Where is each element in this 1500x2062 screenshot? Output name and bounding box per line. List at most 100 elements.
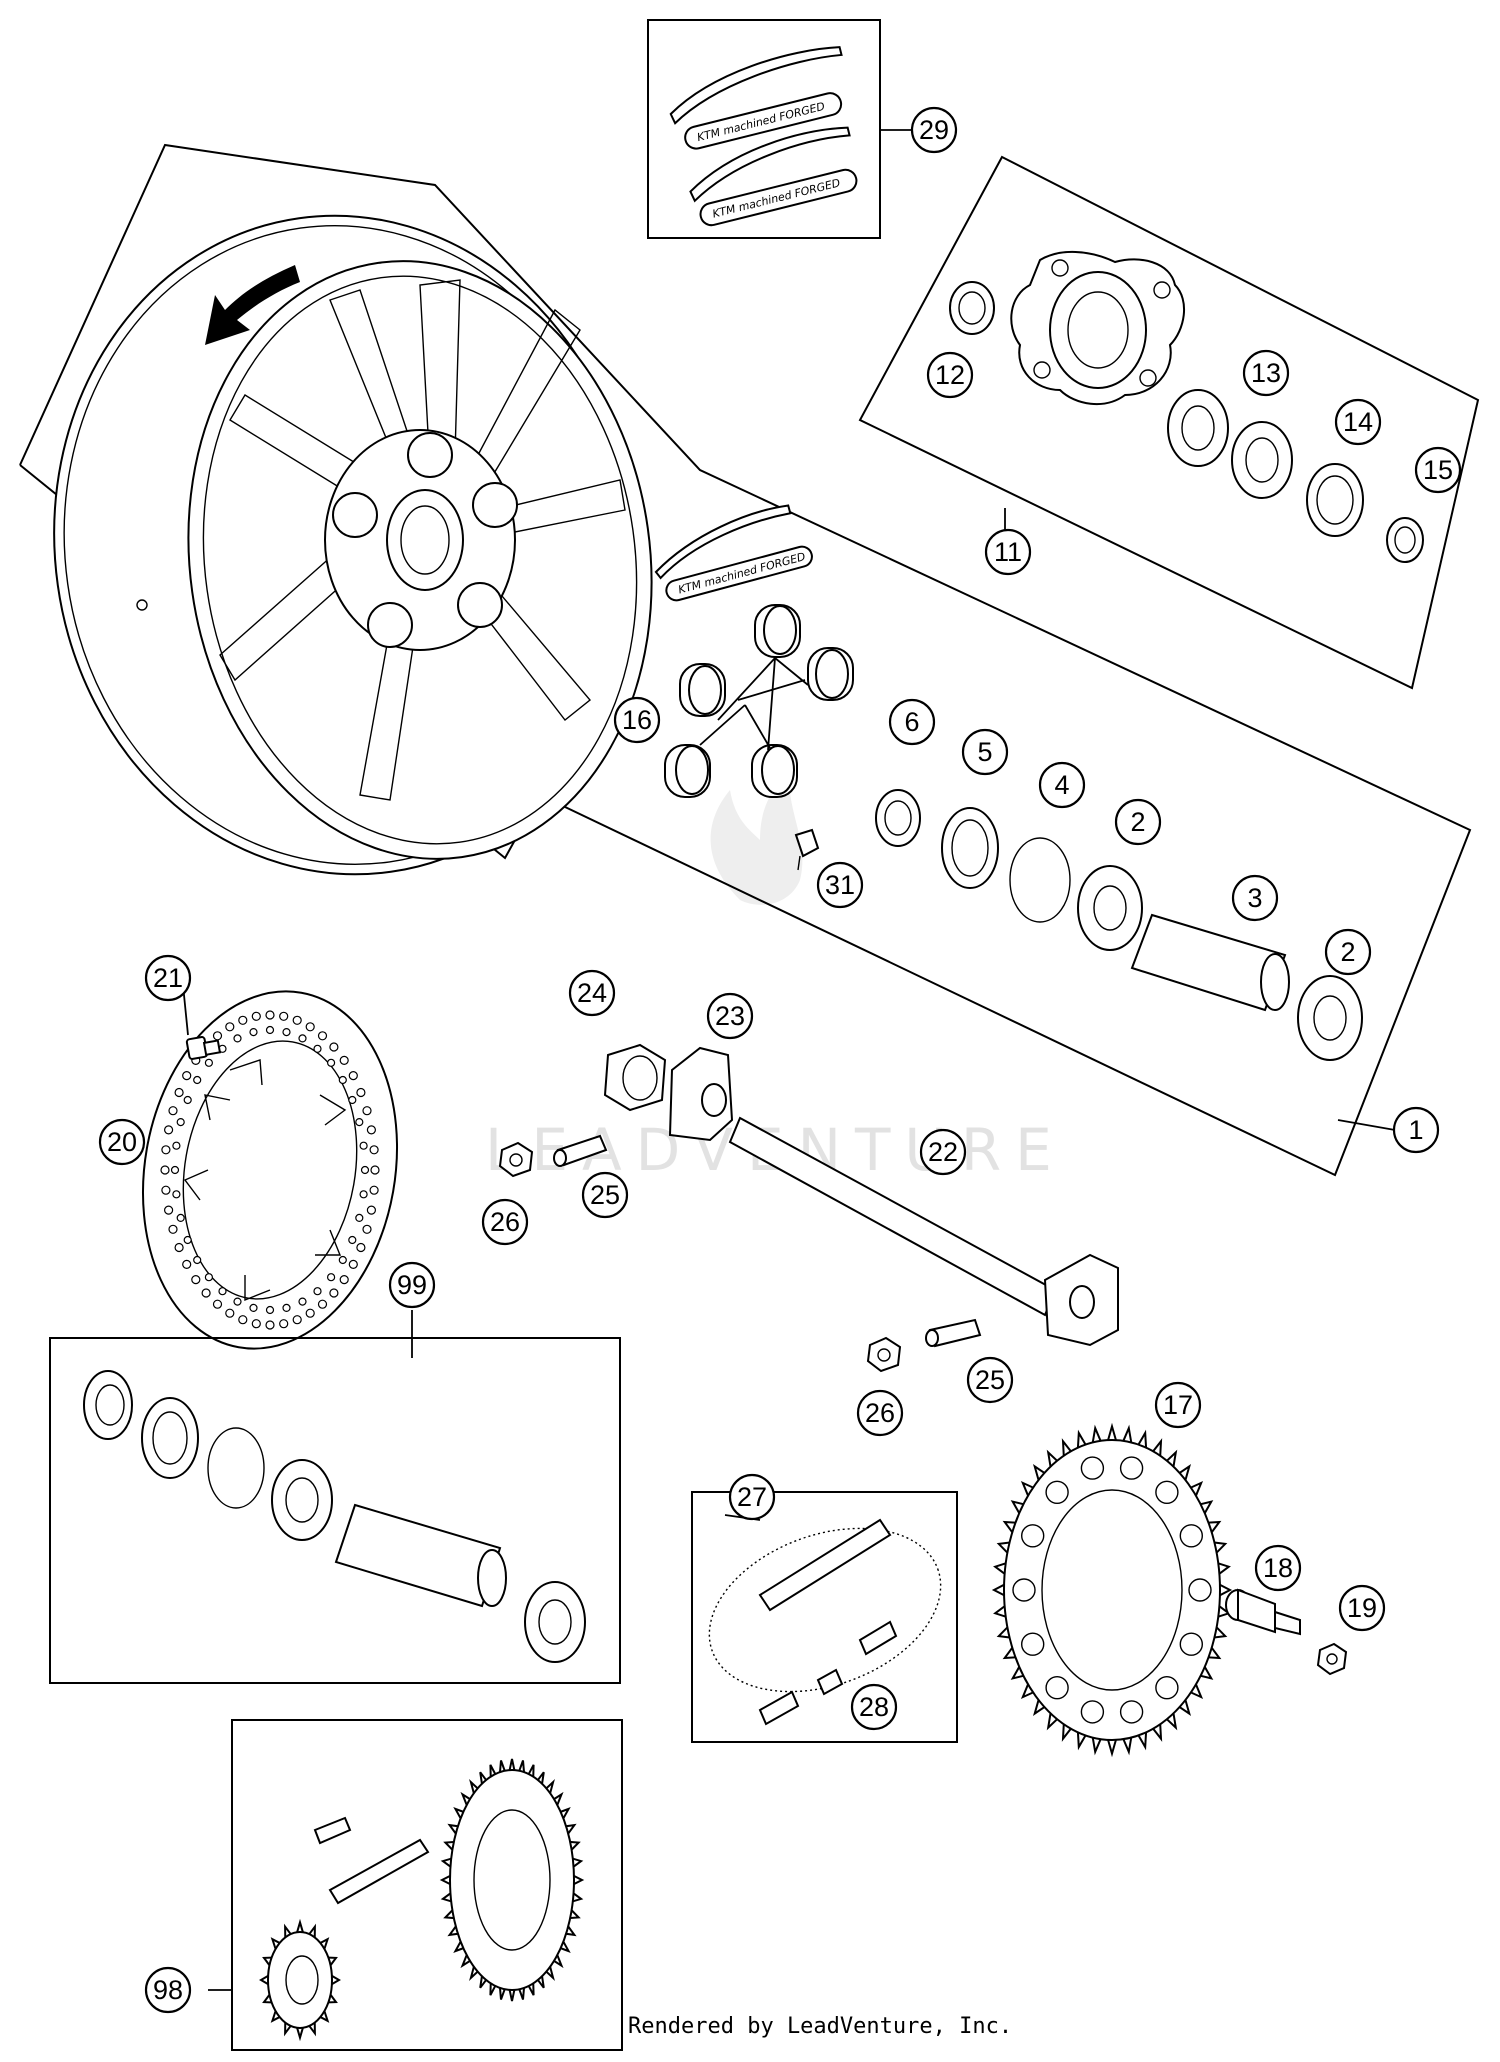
wheel-group bbox=[19, 143, 1472, 1177]
disc-vent-hole bbox=[356, 1087, 366, 1098]
svg-text:14: 14 bbox=[1343, 407, 1373, 437]
render-credit: Rendered by LeadVenture, Inc. bbox=[628, 2014, 1013, 2039]
disc-vent-hole bbox=[327, 1273, 336, 1282]
callout-17: 17 bbox=[1154, 1381, 1202, 1429]
callout-25: 25 bbox=[581, 1171, 629, 1219]
oil-seal bbox=[941, 807, 999, 889]
hub-bolt-hole bbox=[457, 582, 503, 628]
decal-label: KTM machined FORGED bbox=[677, 550, 807, 597]
carrier-bearing bbox=[1231, 421, 1293, 499]
disc-vent-hole bbox=[164, 1125, 174, 1135]
carrier-spacer bbox=[1386, 517, 1424, 563]
hub-bolt-hole bbox=[367, 602, 413, 648]
disc-vent-hole bbox=[360, 1165, 370, 1175]
disc-vent-hole bbox=[356, 1242, 366, 1253]
damper-rubber bbox=[751, 744, 798, 798]
sprocket-cutout bbox=[1179, 1632, 1204, 1656]
svg-text:16: 16 bbox=[622, 705, 652, 735]
disc-vent-hole bbox=[348, 1235, 357, 1245]
kit-chain bbox=[328, 1838, 430, 1905]
callout-12: 12 bbox=[926, 351, 974, 399]
adjuster-bolt bbox=[925, 1318, 982, 1348]
disc-vent-hole bbox=[292, 1015, 302, 1025]
disc-vent-hole bbox=[168, 1224, 178, 1234]
svg-text:12: 12 bbox=[935, 360, 965, 390]
disc-vent-hole bbox=[174, 1242, 184, 1253]
svg-text:28: 28 bbox=[859, 1692, 889, 1722]
kit-spacer-tube bbox=[334, 1503, 507, 1608]
rotation-arrow-icon bbox=[205, 265, 300, 345]
sprocket-cutout bbox=[1119, 1700, 1144, 1724]
disc-vent-hole bbox=[160, 1165, 170, 1175]
disc-vent-hole bbox=[265, 1305, 275, 1315]
seal-ring bbox=[875, 789, 921, 847]
callout-4: 4 bbox=[1038, 761, 1086, 809]
disc-vent-hole bbox=[279, 1319, 289, 1329]
disc-vent-hole bbox=[225, 1308, 235, 1318]
sprocket-cutout bbox=[1155, 1480, 1179, 1505]
svg-text:2: 2 bbox=[1340, 937, 1355, 967]
disc-vent-hole bbox=[168, 1106, 178, 1116]
svg-text:6: 6 bbox=[904, 707, 919, 737]
disc-vent-hole bbox=[369, 1145, 379, 1155]
kit-bearing bbox=[271, 1459, 333, 1541]
sprocket-cutout bbox=[1045, 1480, 1069, 1505]
disc-vent-hole bbox=[182, 1070, 192, 1081]
disc-vent-hole bbox=[161, 1145, 171, 1155]
callout-26: 26 bbox=[856, 1389, 904, 1437]
svg-text:13: 13 bbox=[1251, 358, 1281, 388]
disc-vent-hole bbox=[339, 1274, 349, 1285]
disc-vent-hole bbox=[282, 1303, 291, 1313]
svg-text:2: 2 bbox=[1130, 807, 1145, 837]
sprocket-cutout bbox=[1020, 1524, 1045, 1548]
disc-vent-hole bbox=[298, 1034, 307, 1043]
hub-bolt-hole bbox=[472, 482, 518, 528]
callout-13: 13 bbox=[1242, 349, 1290, 397]
disc-vent-hole bbox=[183, 1095, 192, 1105]
valve-insert bbox=[794, 828, 820, 871]
disc-vent-hole bbox=[355, 1117, 364, 1127]
adjuster-nut bbox=[498, 1141, 534, 1178]
disc-vent-hole bbox=[338, 1075, 347, 1085]
disc-vent-hole bbox=[317, 1031, 328, 1041]
svg-text:25: 25 bbox=[975, 1365, 1005, 1395]
damper-rubbers bbox=[664, 604, 854, 798]
callout-24: 24 bbox=[568, 969, 616, 1017]
carrier-frame bbox=[858, 155, 1480, 690]
callout-2: 2 bbox=[1324, 928, 1372, 976]
disc-vent-hole bbox=[305, 1308, 315, 1318]
disc-vent-hole bbox=[359, 1190, 368, 1199]
sprocket-cutouts bbox=[1012, 1456, 1212, 1724]
callout-11: 11 bbox=[984, 528, 1032, 576]
svg-text:15: 15 bbox=[1423, 455, 1453, 485]
disc-vent-hole bbox=[218, 1287, 227, 1296]
svg-text:25: 25 bbox=[590, 1180, 620, 1210]
chain-kit-box bbox=[231, 1719, 623, 2051]
disc-vent-hole bbox=[329, 1042, 339, 1052]
disc-vent-hole bbox=[282, 1027, 291, 1037]
axle-nut bbox=[603, 1043, 667, 1112]
callout-21: 21 bbox=[144, 954, 192, 1002]
disc-vent-hole bbox=[265, 1025, 275, 1035]
callout-6: 6 bbox=[888, 698, 936, 746]
drive-chain bbox=[708, 1527, 942, 1693]
svg-text:21: 21 bbox=[153, 963, 183, 993]
svg-text:98: 98 bbox=[153, 1975, 183, 2005]
svg-text:11: 11 bbox=[994, 537, 1022, 567]
disc-vent-hole bbox=[355, 1213, 364, 1223]
disc-vent-hole bbox=[369, 1185, 379, 1195]
callout-16: 16 bbox=[613, 696, 661, 744]
callout-98: 98 bbox=[144, 1966, 192, 2014]
adjuster-bolt bbox=[553, 1134, 608, 1167]
sprocket-cutout bbox=[1155, 1675, 1179, 1700]
disc-vent-hole bbox=[172, 1190, 181, 1199]
disc-vent-hole bbox=[313, 1044, 322, 1053]
decal-frame bbox=[647, 19, 881, 239]
chain-segment bbox=[758, 1690, 800, 1726]
disc-vent-hole bbox=[204, 1058, 213, 1067]
callout-15: 15 bbox=[1414, 446, 1462, 494]
damper-rubber bbox=[807, 647, 854, 701]
disc-vent-hole bbox=[292, 1315, 302, 1325]
valve-stem bbox=[136, 599, 148, 611]
